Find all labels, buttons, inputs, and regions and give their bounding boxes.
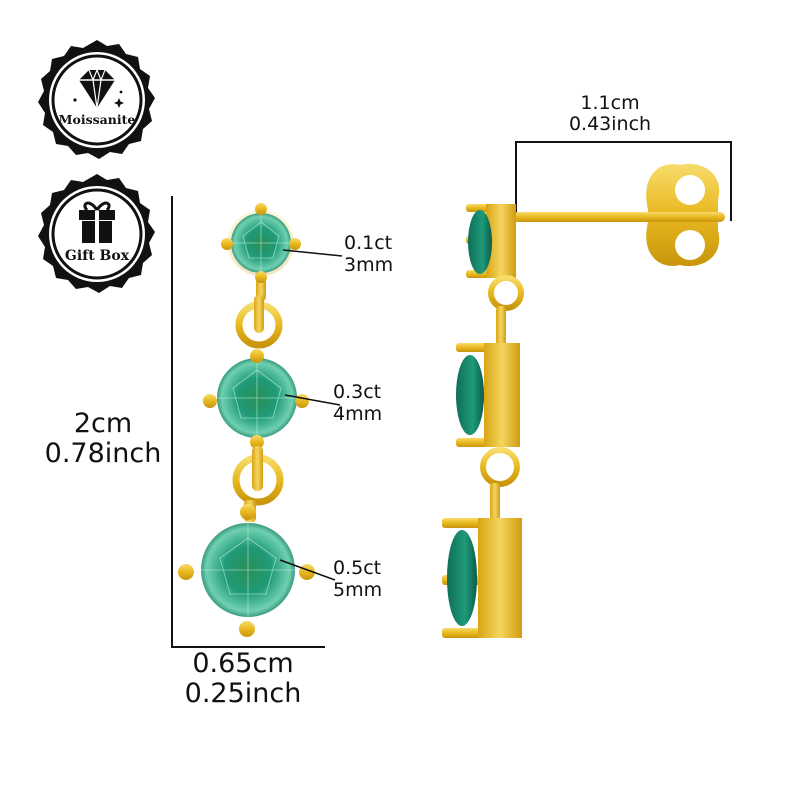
gift-box-badge: Gift Box — [35, 172, 159, 296]
front-view-earring — [178, 203, 315, 637]
stone-2-size: 4mm — [333, 403, 383, 425]
gift-box-icon — [79, 201, 115, 243]
width-dimension-label: 0.65cm 0.25inch — [168, 650, 318, 707]
badge-label: Moissanite — [58, 112, 136, 127]
stone-3-carat: 0.5ct — [333, 557, 382, 579]
post-length-cm: 1.1cm — [580, 92, 640, 114]
stone-3-label: 0.5ct 5mm — [333, 557, 382, 601]
post-length-inch: 0.43inch — [568, 113, 652, 135]
moissanite-badge: Moissanite — [35, 38, 159, 162]
scalloped-seal-icon — [38, 174, 155, 293]
stone-3-size: 5mm — [333, 579, 383, 601]
height-dimension-label: 2cm 0.78inch — [38, 410, 168, 467]
stone-large — [178, 500, 315, 637]
leader-line-stone-3 — [279, 559, 336, 581]
post-length-dimension-line — [515, 141, 732, 221]
badge-label: Gift Box — [64, 248, 130, 264]
side-view-earring — [442, 141, 732, 638]
stone-medium — [203, 349, 309, 449]
width-inch: 0.25inch — [184, 678, 302, 709]
scalloped-seal-icon — [38, 40, 155, 159]
stone-1-label: 0.1ct 3mm — [344, 232, 393, 276]
stone-small — [221, 203, 301, 301]
height-cm: 2cm — [73, 408, 133, 439]
stone-2-label: 0.3ct 4mm — [333, 381, 382, 425]
leader-line-stone-2 — [284, 394, 341, 406]
stone-1-carat: 0.1ct — [344, 232, 393, 254]
diamond-icon — [73, 68, 124, 109]
stone-2-carat: 0.3ct — [333, 381, 382, 403]
width-cm: 0.65cm — [192, 648, 294, 679]
height-inch: 0.78inch — [44, 438, 162, 469]
post-length-dimension-label: 1.1cm 0.43inch — [548, 94, 672, 134]
stone-1-size: 3mm — [344, 254, 394, 276]
leader-line-stone-1 — [282, 249, 343, 257]
